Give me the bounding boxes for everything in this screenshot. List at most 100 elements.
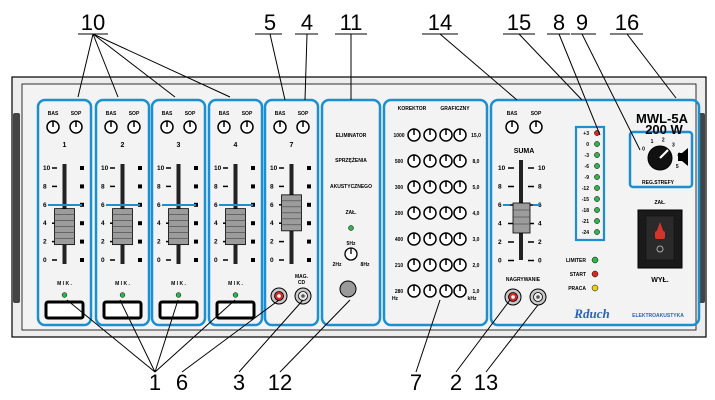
callout-11: 11 — [340, 10, 363, 35]
bas-knob[interactable] — [46, 120, 60, 134]
eq-band-knob[interactable] — [453, 284, 467, 298]
eq-band-knob[interactable] — [453, 154, 467, 168]
eq-band-knob[interactable] — [453, 258, 467, 272]
brand-tagline: ELEKTROAKUSTYKA — [632, 313, 684, 319]
mic-input-socket[interactable] — [215, 300, 256, 320]
sop-label: SOP — [185, 111, 196, 117]
fader-tick-right — [80, 239, 84, 244]
eq-band-knob[interactable] — [407, 154, 421, 168]
sop-knob[interactable] — [183, 120, 197, 134]
eq-band-knob[interactable] — [423, 206, 437, 220]
vu-scale-label: -12 — [582, 186, 589, 192]
eq-band-knob[interactable] — [453, 206, 467, 220]
eq-band-freq-left: 200 — [395, 211, 404, 217]
eq-band-knob[interactable] — [453, 180, 467, 194]
channel-fader[interactable] — [54, 208, 75, 246]
eq-band-freq-left: 1000 — [393, 133, 404, 139]
eq-band-knob[interactable] — [439, 258, 453, 272]
eq-band-knob[interactable] — [423, 258, 437, 272]
line-input-jack-left[interactable] — [270, 287, 288, 305]
mic-input-socket[interactable] — [44, 300, 85, 320]
leader-line — [92, 33, 119, 98]
mic-label: M I K . — [171, 281, 186, 287]
status-label: LIMITER — [566, 258, 586, 264]
eq-band-knob[interactable] — [423, 232, 437, 246]
vu-scale-label: -24 — [582, 230, 589, 236]
fader-scale-label: 0 — [157, 257, 161, 264]
power-switch[interactable] — [637, 209, 683, 269]
channel-fader[interactable] — [168, 208, 189, 246]
sop-knob[interactable] — [69, 120, 83, 134]
callout-8: 8 — [553, 10, 565, 35]
channel-fader[interactable] — [225, 208, 246, 246]
eq-band-knob[interactable] — [453, 128, 467, 142]
bas-knob[interactable] — [217, 120, 231, 134]
eq-band-knob[interactable] — [407, 258, 421, 272]
fader-tick-right — [138, 258, 142, 262]
eq-band-knob[interactable] — [439, 180, 453, 194]
eq-band-knob[interactable] — [439, 154, 453, 168]
eq-band-knob[interactable] — [423, 180, 437, 194]
eq-band-knob[interactable] — [407, 232, 421, 246]
fader-tick-right — [251, 184, 255, 189]
fader-tick-right — [194, 239, 198, 244]
eq-band-knob[interactable] — [439, 232, 453, 246]
eq-band-knob[interactable] — [439, 206, 453, 220]
eq-band-knob[interactable] — [407, 206, 421, 220]
channel-fader[interactable] — [281, 194, 302, 232]
eq-band-knob[interactable] — [423, 284, 437, 298]
eq-band-knob[interactable] — [423, 154, 437, 168]
fader-scale-label: 6 — [101, 202, 105, 209]
record-jack-right[interactable] — [529, 288, 547, 306]
vu-led — [594, 196, 600, 202]
suma-scale-left: 2 — [498, 239, 502, 246]
master-sop-knob[interactable] — [529, 120, 543, 134]
callout-7: 7 — [410, 370, 422, 395]
vu-scale-label: 0 — [586, 142, 589, 148]
sop-knob[interactable] — [127, 120, 141, 134]
bas-knob[interactable] — [104, 120, 118, 134]
channel-panel-2 — [94, 98, 151, 327]
callout-2: 2 — [450, 370, 462, 395]
eq-band-knob[interactable] — [439, 128, 453, 142]
eliminator-button[interactable] — [339, 280, 357, 298]
sop-knob[interactable] — [296, 120, 310, 134]
channel-fader[interactable] — [112, 208, 133, 246]
fader-scale-label: 0 — [101, 257, 105, 264]
mic-input-socket[interactable] — [158, 300, 199, 320]
eq-band-knob[interactable] — [423, 128, 437, 142]
fader-tick-right — [307, 258, 311, 262]
sop-label: SOP — [298, 111, 309, 117]
eq-band-knob[interactable] — [439, 284, 453, 298]
fader-tick-right — [307, 202, 311, 207]
record-jack-left[interactable] — [504, 288, 522, 306]
leader-line — [455, 299, 511, 373]
bas-label: BAS — [219, 111, 230, 117]
bas-knob[interactable] — [273, 120, 287, 134]
eq-band-freq-left: 400 — [395, 237, 404, 243]
eq-band-knob[interactable] — [407, 180, 421, 194]
fader-tick-right — [80, 258, 84, 262]
eq-band-knob[interactable] — [407, 128, 421, 142]
eliminator-line3: AKUSTYCZNEGO — [330, 184, 372, 190]
zone-knob[interactable] — [647, 145, 673, 171]
sop-label: SOP — [242, 111, 253, 117]
eliminator-freq-left: 2Hz — [333, 262, 342, 268]
bas-knob[interactable] — [160, 120, 174, 134]
line-input-jack-right[interactable] — [294, 287, 312, 305]
eq-band-knob[interactable] — [453, 232, 467, 246]
channel-number: 7 — [290, 142, 294, 149]
eq-band-knob[interactable] — [407, 284, 421, 298]
sop-knob[interactable] — [240, 120, 254, 134]
master-fader[interactable] — [512, 202, 531, 234]
master-bas-knob[interactable] — [505, 120, 519, 134]
fader-scale-label: 2 — [214, 239, 218, 246]
mic-label: M I K . — [57, 281, 72, 287]
eliminator-knob[interactable] — [344, 247, 358, 261]
mic-input-socket[interactable] — [102, 300, 143, 320]
